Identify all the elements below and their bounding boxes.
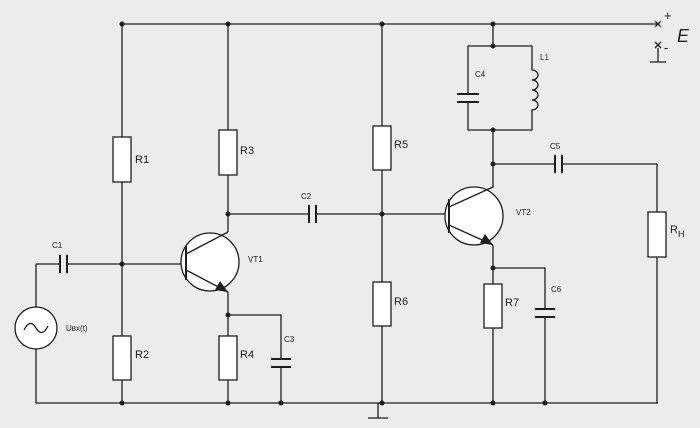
r6-label: R6 bbox=[394, 296, 408, 308]
capacitor-c3: C3 bbox=[228, 314, 295, 403]
capacitor-c6: C6 bbox=[493, 267, 562, 403]
vt2-label: VT2 bbox=[516, 208, 531, 217]
resistor-r4: R4 bbox=[218, 292, 254, 403]
supply-label: E bbox=[677, 26, 690, 46]
c3-label: C3 bbox=[284, 335, 295, 344]
source-label: Uвх(t) bbox=[66, 324, 88, 333]
capacitor-c4: C4 bbox=[457, 46, 486, 130]
resistor-r1: R1 bbox=[112, 24, 149, 264]
vt1-label: VT1 bbox=[248, 255, 263, 264]
capacitor-c5: C5 bbox=[493, 142, 657, 173]
r5-label: R5 bbox=[394, 139, 408, 151]
capacitor-c1: C1 bbox=[36, 241, 122, 273]
resistor-r7: R7 bbox=[483, 245, 519, 403]
inductor-l1: L1 bbox=[531, 46, 549, 130]
r2-label: R2 bbox=[135, 349, 149, 361]
supply-terminal: + - E bbox=[650, 8, 690, 63]
r3-label: R3 bbox=[240, 145, 254, 157]
supply-plus-sign: + bbox=[664, 8, 672, 23]
tank-circuit: C4 L1 bbox=[457, 24, 549, 187]
c1-label: C1 bbox=[52, 241, 63, 250]
c6-label: C6 bbox=[551, 285, 562, 294]
c2-label: C2 bbox=[301, 192, 312, 201]
l1-label: L1 bbox=[540, 53, 549, 62]
r1-label: R1 bbox=[135, 154, 149, 166]
input-source: Uвх(t) bbox=[14, 264, 88, 403]
junction-dots bbox=[119, 21, 548, 406]
resistor-r2: R2 bbox=[112, 264, 149, 403]
resistor-r5: R5 bbox=[372, 24, 408, 214]
r4-label: R4 bbox=[240, 349, 254, 361]
transistor-vt2: VT2 bbox=[444, 186, 531, 246]
resistor-r6: R6 bbox=[372, 214, 408, 403]
resistor-r3: R3 bbox=[218, 24, 254, 232]
supply-minus-sign: - bbox=[664, 40, 668, 55]
r7-label: R7 bbox=[505, 297, 519, 309]
resistor-rh: RH bbox=[647, 164, 684, 403]
capacitor-c2: C2 bbox=[228, 192, 449, 223]
c5-label: C5 bbox=[550, 142, 561, 151]
transistor-vt1: VT1 bbox=[122, 231, 263, 293]
c4-label: C4 bbox=[475, 70, 486, 79]
ground-symbol bbox=[368, 403, 388, 419]
rh-label: RH bbox=[670, 224, 684, 239]
